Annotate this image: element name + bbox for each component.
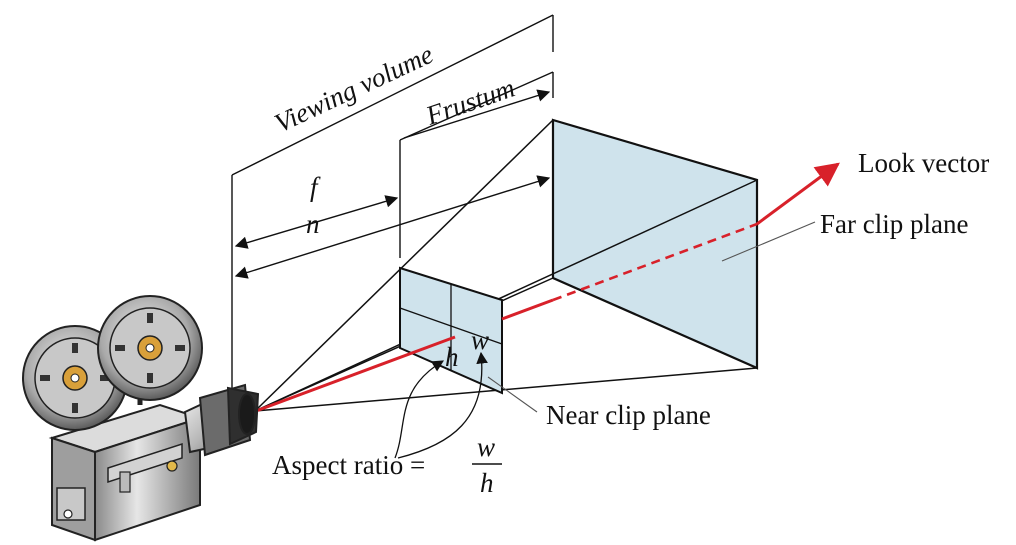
- aspect-ratio-denominator: h: [480, 468, 494, 498]
- viewing-volume-label: Viewing volume: [270, 39, 438, 139]
- leader-lines: [487, 221, 816, 413]
- frustum-label: Frustum: [421, 73, 518, 131]
- movie-camera-icon: [22, 295, 260, 542]
- dimension-extension-lines: [231, 14, 554, 398]
- w-label: w: [471, 325, 489, 355]
- n-label: n: [306, 209, 320, 239]
- aspect-ratio-arrows: [394, 351, 488, 459]
- f-label: f: [310, 172, 321, 202]
- aspect-ratio-label: Aspect ratio =: [272, 450, 425, 480]
- near-clip-plane-label: Near clip plane: [546, 400, 711, 430]
- n-dimension-arrow: [234, 175, 551, 279]
- frustum-dimension-arrow: [403, 89, 551, 139]
- far-clip-plane-label: Far clip plane: [820, 209, 968, 239]
- film-reel-right: [97, 295, 203, 401]
- look-vector-label: Look vector: [858, 148, 989, 178]
- far-clip-plane: [551, 118, 759, 370]
- h-label: h: [445, 342, 459, 372]
- look-vector: [255, 162, 840, 413]
- dimension-arrows: [234, 89, 551, 279]
- aspect-ratio-numerator: w: [477, 432, 495, 462]
